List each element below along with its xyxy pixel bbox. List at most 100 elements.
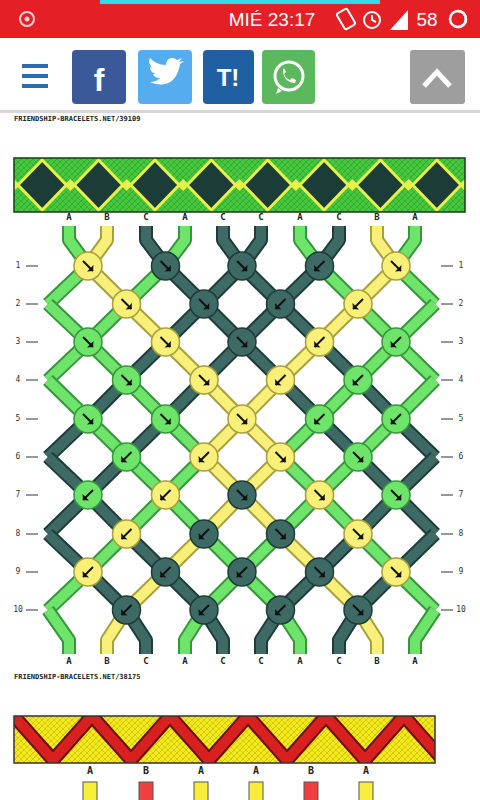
knot [113, 596, 141, 624]
knot [344, 290, 372, 318]
menu-icon [22, 64, 48, 88]
knot-arrow [83, 261, 93, 271]
knot-arrow [237, 337, 247, 347]
knot-arrowhead [203, 303, 210, 310]
row-dash [441, 380, 453, 381]
string-letter: A [363, 766, 369, 776]
row-number: 4 [459, 376, 464, 384]
knot-arrow [199, 452, 209, 462]
knot [190, 366, 218, 394]
knot-arrow [237, 567, 247, 577]
row-dash [441, 342, 453, 343]
knot [228, 405, 256, 433]
row-number: 8 [16, 530, 21, 538]
row-number: 5 [16, 415, 21, 423]
knot [382, 252, 410, 280]
knot-arrowhead [319, 494, 326, 501]
knot [190, 596, 218, 624]
knot [74, 252, 102, 280]
knot-arrowhead [357, 533, 364, 540]
row-dash [441, 572, 453, 573]
knot [344, 596, 372, 624]
knot [382, 328, 410, 356]
knot-arrowhead [165, 341, 172, 348]
knot [267, 520, 295, 548]
progress-bar [100, 0, 380, 4]
knot-arrowhead [314, 341, 321, 348]
row-dash [26, 304, 38, 305]
knot-arrow [276, 452, 286, 462]
knot-arrow [353, 605, 363, 615]
knot-arrow [391, 490, 401, 500]
row-dash [26, 610, 38, 611]
string-letter: B [308, 766, 314, 776]
knot-arrowhead [275, 379, 282, 386]
row-dash [26, 266, 38, 267]
row-dash [26, 380, 38, 381]
knot [344, 520, 372, 548]
knot-arrowhead [203, 379, 210, 386]
knot-arrow [315, 567, 325, 577]
knot [113, 520, 141, 548]
knot-arrowhead [391, 418, 398, 425]
knot-arrow [83, 567, 93, 577]
knot [113, 290, 141, 318]
knot-arrowhead [121, 609, 128, 616]
knot-arrow [161, 567, 171, 577]
string-stubs [83, 782, 373, 800]
row-dash [26, 419, 38, 420]
preview-diamond [356, 160, 404, 210]
twitter-button [138, 50, 192, 104]
row-dash [441, 266, 453, 267]
knot-arrowhead [275, 303, 282, 310]
knot-arrow [391, 567, 401, 577]
knot-arrow [276, 605, 286, 615]
knot [344, 443, 372, 471]
knot-arrowhead [395, 571, 402, 578]
knot [267, 290, 295, 318]
knot-arrowhead [353, 303, 360, 310]
knot-arrowhead [241, 418, 248, 425]
knot-arrowhead [395, 494, 402, 501]
knot [152, 328, 180, 356]
knot-arrowhead [319, 571, 326, 578]
knot [306, 405, 334, 433]
row-number: 6 [16, 453, 21, 461]
knot [190, 520, 218, 548]
string-letter: C [258, 657, 263, 666]
signal-icon [390, 10, 408, 30]
string-letter: A [297, 213, 302, 222]
knot [113, 443, 141, 471]
string-letter: C [336, 213, 341, 222]
thread [415, 610, 435, 654]
battery-level: 58 [416, 10, 437, 29]
string-letter: A [87, 766, 93, 776]
knot-arrowhead [241, 265, 248, 272]
knot [190, 290, 218, 318]
knot-arrow [237, 490, 247, 500]
knot [267, 443, 295, 471]
knot [74, 481, 102, 509]
row-number: 10 [13, 606, 23, 614]
knot-arrow [161, 490, 171, 500]
string-letter: A [412, 213, 417, 222]
knot-arrow [353, 529, 363, 539]
knot-arrowhead [357, 609, 364, 616]
toolbar-shadow [0, 110, 480, 113]
knot-arrowhead [275, 609, 282, 616]
knot-arrowhead [353, 379, 360, 386]
up-arrow [424, 72, 450, 86]
tuenti-logo: T! [217, 66, 240, 90]
row-number: 1 [459, 262, 464, 270]
row-number: 6 [459, 453, 464, 461]
knot-arrowhead [160, 571, 167, 578]
knot-arrow [122, 605, 132, 615]
knot-arrowhead [314, 418, 321, 425]
string-letter: A [66, 657, 71, 666]
knot [74, 328, 102, 356]
knot-arrowhead [126, 379, 133, 386]
knot-arrow [122, 529, 132, 539]
string-letter: C [220, 213, 225, 222]
row-dash [441, 495, 453, 496]
